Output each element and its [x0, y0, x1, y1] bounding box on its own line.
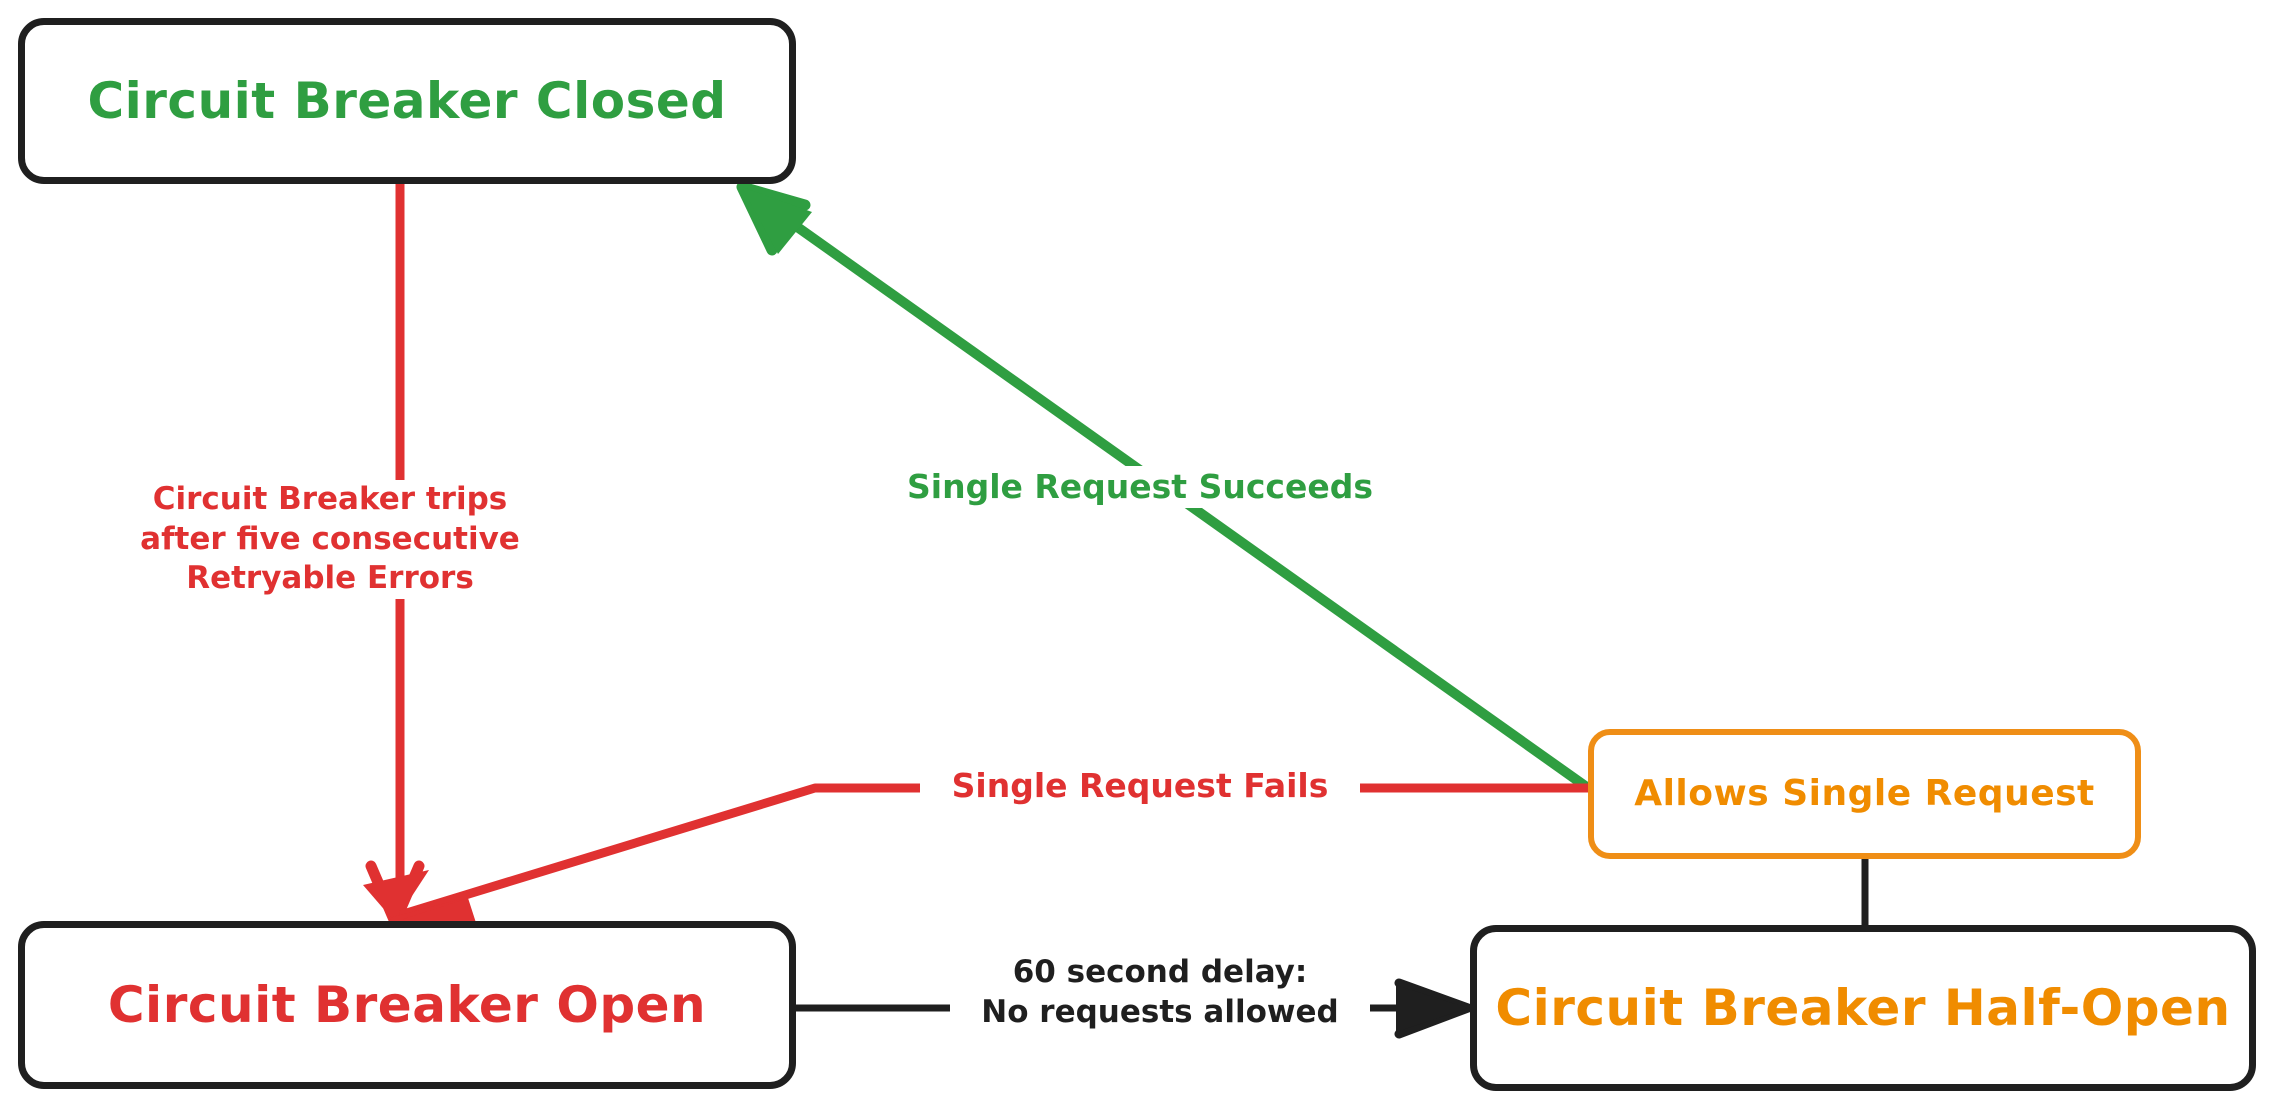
- node-label-closed: Circuit Breaker Closed: [87, 71, 727, 130]
- node-label-open: Circuit Breaker Open: [107, 975, 707, 1034]
- edge-label-sixty-second-delay: 60 second delay: No requests allowed: [950, 953, 1370, 1033]
- node-circuit-breaker-open[interactable]: Circuit Breaker Open: [18, 921, 796, 1089]
- edge-allows-to-open: [389, 783, 1588, 931]
- edge-label-single-request-fails: Single Request Fails: [920, 765, 1360, 808]
- node-label-allows-single-request: Allows Single Request: [1634, 773, 2095, 815]
- edge-label-single-request-succeeds: Single Request Succeeds: [860, 466, 1420, 509]
- edge-label-circuit-breaker-trips: Circuit Breaker trips after five consecu…: [130, 480, 530, 600]
- node-label-half-open: Circuit Breaker Half-Open: [1495, 978, 2231, 1037]
- node-allows-single-request[interactable]: Allows Single Request: [1588, 729, 2141, 859]
- node-circuit-breaker-closed[interactable]: Circuit Breaker Closed: [18, 18, 796, 184]
- node-circuit-breaker-half-open[interactable]: Circuit Breaker Half-Open: [1470, 925, 2256, 1091]
